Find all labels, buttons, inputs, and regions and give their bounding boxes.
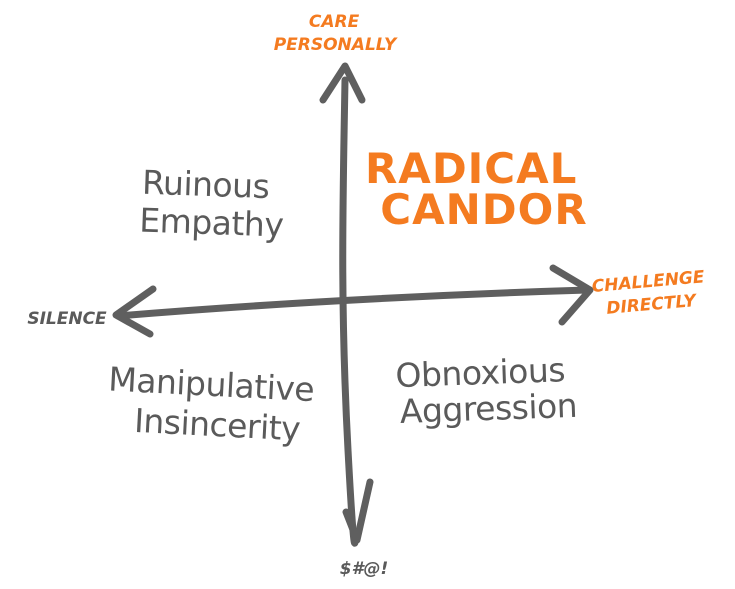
horizontal-axis-right-arrowhead — [549, 264, 594, 326]
axis-label-challenge-directly: CHALLENGE DIRECTLY — [591, 267, 713, 320]
vertical-axis — [319, 62, 374, 547]
axis-label-silence: SILENCE — [27, 309, 107, 329]
horizontal-axis-line — [114, 286, 592, 320]
axis-label-care-personally: CARE PERSONALLY — [274, 12, 398, 55]
horizontal-axis — [112, 264, 594, 338]
vertical-axis-bottom-arrowhead — [342, 478, 374, 544]
quadrant-label-obnoxious-aggression: Obnoxious Aggression — [395, 350, 578, 431]
quadrant-label-radical-candor: RADICAL CANDOR — [365, 144, 593, 234]
axis-label-bottom: $#@! — [340, 559, 388, 579]
vertical-axis-line — [339, 76, 360, 547]
quadrant-label-ruinous-empathy: Ruinous Empathy — [139, 163, 286, 245]
horizontal-axis-left-arrowhead — [112, 285, 157, 338]
vertical-axis-top-arrowhead — [319, 62, 366, 104]
quadrant-label-manipulative-insincerity: Manipulative Insincerity — [105, 359, 325, 449]
